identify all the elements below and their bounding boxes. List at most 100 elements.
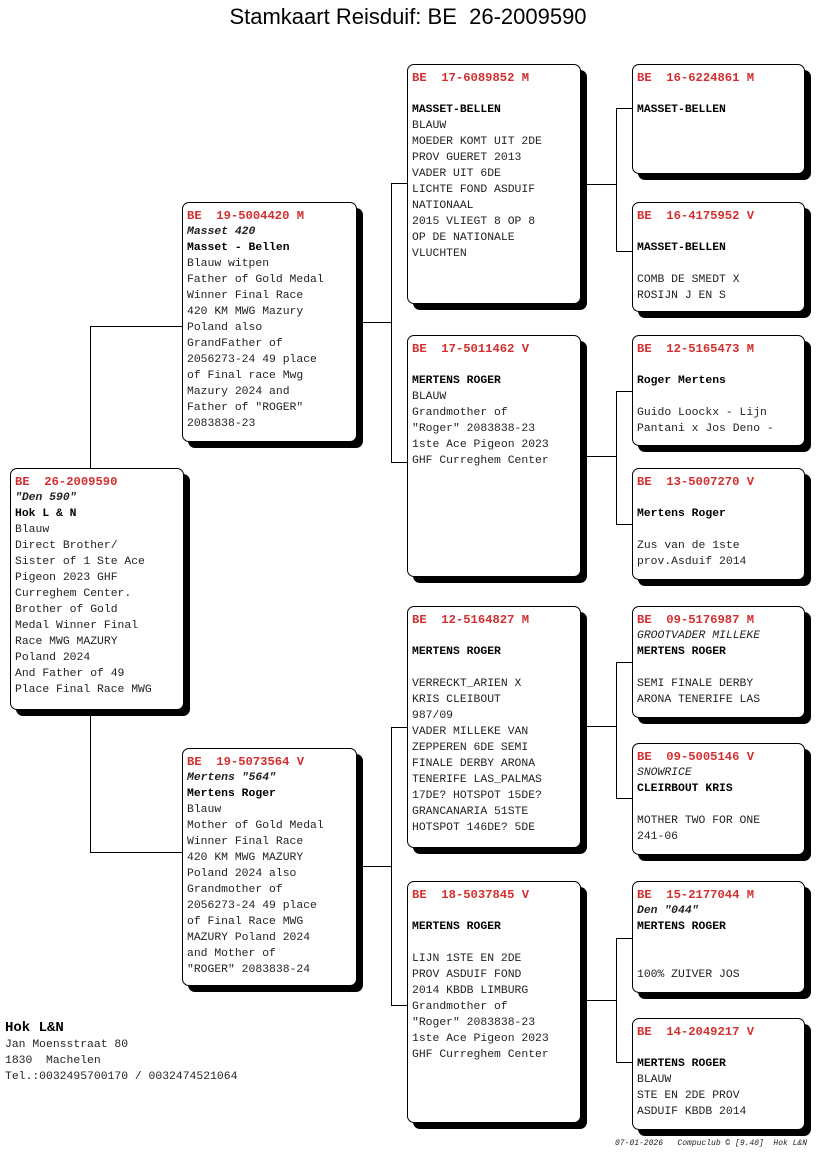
pedigree-note: 987/09: [412, 710, 454, 722]
pedigree-note: Winner Final Race: [187, 836, 304, 848]
pedigree-note: LIJN 1STE EN 2DE: [412, 953, 522, 965]
connector: [90, 326, 182, 327]
pedigree-note: Sister of 1 Ste Ace: [15, 556, 145, 568]
ring-number: BE 16-4175952 V: [637, 209, 755, 223]
pigeon-nickname: GROOTVADER MILLEKE: [637, 630, 761, 642]
pedigree-note: Place Final Race MWG: [15, 684, 152, 696]
blank-line: [412, 935, 580, 951]
pedigree-note: BLAUW: [637, 1074, 672, 1086]
pedigree-note: BLAUW: [412, 120, 447, 132]
pedigree-note: 2015 VLIEGT 8 OP 8: [412, 216, 536, 228]
blank-line: [637, 490, 804, 506]
pedigree-note: PROV ASDUIF FOND: [412, 969, 522, 981]
pedigree-note: PROV GUERET 2013: [412, 152, 522, 164]
blank-line: [637, 86, 804, 102]
pedigree-note: of Final Race MWG: [187, 916, 304, 928]
footer-credit: 07-01-2026 Compuclub © [9.48] Hok L&N: [615, 1139, 808, 1148]
ring-number: BE 15-2177044 M: [637, 888, 755, 902]
connector: [616, 524, 632, 525]
pedigree-note: MAZURY Poland 2024: [187, 932, 311, 944]
breeder-name: Masset - Bellen: [187, 242, 290, 254]
pedigree-note: Blauw: [187, 804, 222, 816]
ring-number: BE 26-2009590: [15, 475, 118, 489]
connector: [616, 1062, 632, 1063]
blank-line: [637, 389, 804, 405]
pedigree-note: ARONA TENERIFE LAS: [637, 694, 761, 706]
connector: [581, 726, 616, 727]
connector: [581, 1000, 616, 1001]
pedigree-note: 2056273-24 49 place: [187, 900, 317, 912]
pedigree-note: Blauw witpen: [187, 258, 270, 270]
pedigree-note: GHF Curreghem Center: [412, 455, 549, 467]
pedigree-note: KRIS CLEIBOUT: [412, 694, 501, 706]
pedigree-note: STE EN 2DE PROV: [637, 1090, 740, 1102]
pedigree-note: 420 KM MWG Mazury: [187, 306, 304, 318]
pedigree-note: 1ste Ace Pigeon 2023: [412, 439, 549, 451]
pedigree-note: Father of Gold Medal: [187, 274, 324, 286]
pigeon-nickname: "Den 590": [15, 492, 77, 504]
pedigree-note: NATIONAAL: [412, 200, 474, 212]
connector: [391, 183, 407, 184]
ring-number: BE 12-5165473 M: [637, 342, 755, 356]
pedigree-note: GrandFather of: [187, 338, 283, 350]
ring-number: BE 09-5005146 V: [637, 750, 755, 764]
pedigree-note: 100% ZUIVER JOS: [637, 969, 740, 981]
blank-line: [637, 660, 804, 676]
pedigree-note: ROSIJN J EN S: [637, 290, 726, 302]
blank-line: [637, 951, 804, 967]
pedigree-note: 2083838-23: [187, 418, 256, 430]
pedigree-note: "ROGER" 2083838-24: [187, 964, 311, 976]
ring-number: BE 12-5164827 M: [412, 613, 530, 627]
pedigree-note: Grandmother of: [412, 1001, 508, 1013]
connector: [616, 251, 632, 252]
breeder-name: MASSET-BELLEN: [637, 242, 726, 254]
pedigree-note: Poland also: [187, 322, 263, 334]
connector: [357, 866, 391, 867]
connector: [391, 462, 407, 463]
breeder-name: Mertens Roger: [187, 788, 276, 800]
pedigree-note: TENERIFE LAS_PALMAS: [412, 774, 542, 786]
pedigree-note: And Father of 49: [15, 668, 125, 680]
pedigree-note: Grandmother of: [412, 407, 508, 419]
connector: [581, 456, 616, 457]
pedigree-note: ASDUIF KBDB 2014: [637, 1106, 747, 1118]
pedigree-note: and Mother of: [187, 948, 276, 960]
pedigree-note: HOTSPOT 146DE? 5DE: [412, 822, 536, 834]
pedigree-note: of Final race Mwg: [187, 370, 304, 382]
pedigree-note: Brother of Gold: [15, 604, 118, 616]
connector: [616, 391, 632, 392]
blank-line: [412, 357, 580, 373]
connector: [616, 938, 617, 1062]
pedigree-note: "Roger" 2083838-23: [412, 1017, 536, 1029]
connector: [616, 108, 632, 109]
pigeon-nickname: Den "044": [637, 905, 699, 917]
pedigree-note: Blauw: [15, 524, 50, 536]
owner-phone: Tel.:0032495700170 / 0032474521064: [5, 1071, 238, 1083]
connector: [616, 108, 617, 251]
pedigree-note: SEMI FINALE DERBY: [637, 678, 754, 690]
pedigree-note: Poland 2024: [15, 652, 91, 664]
connector: [616, 938, 632, 939]
pedigree-note: Grandmother of: [187, 884, 283, 896]
connector: [616, 662, 617, 799]
ring-number: BE 17-5011462 V: [412, 342, 530, 356]
ring-number: BE 18-5037845 V: [412, 888, 530, 902]
blank-line: [637, 224, 804, 240]
page-title: Stamkaart Reisduif: BE 26-2009590: [229, 4, 587, 29]
breeder-name: MASSET-BELLEN: [412, 104, 501, 116]
